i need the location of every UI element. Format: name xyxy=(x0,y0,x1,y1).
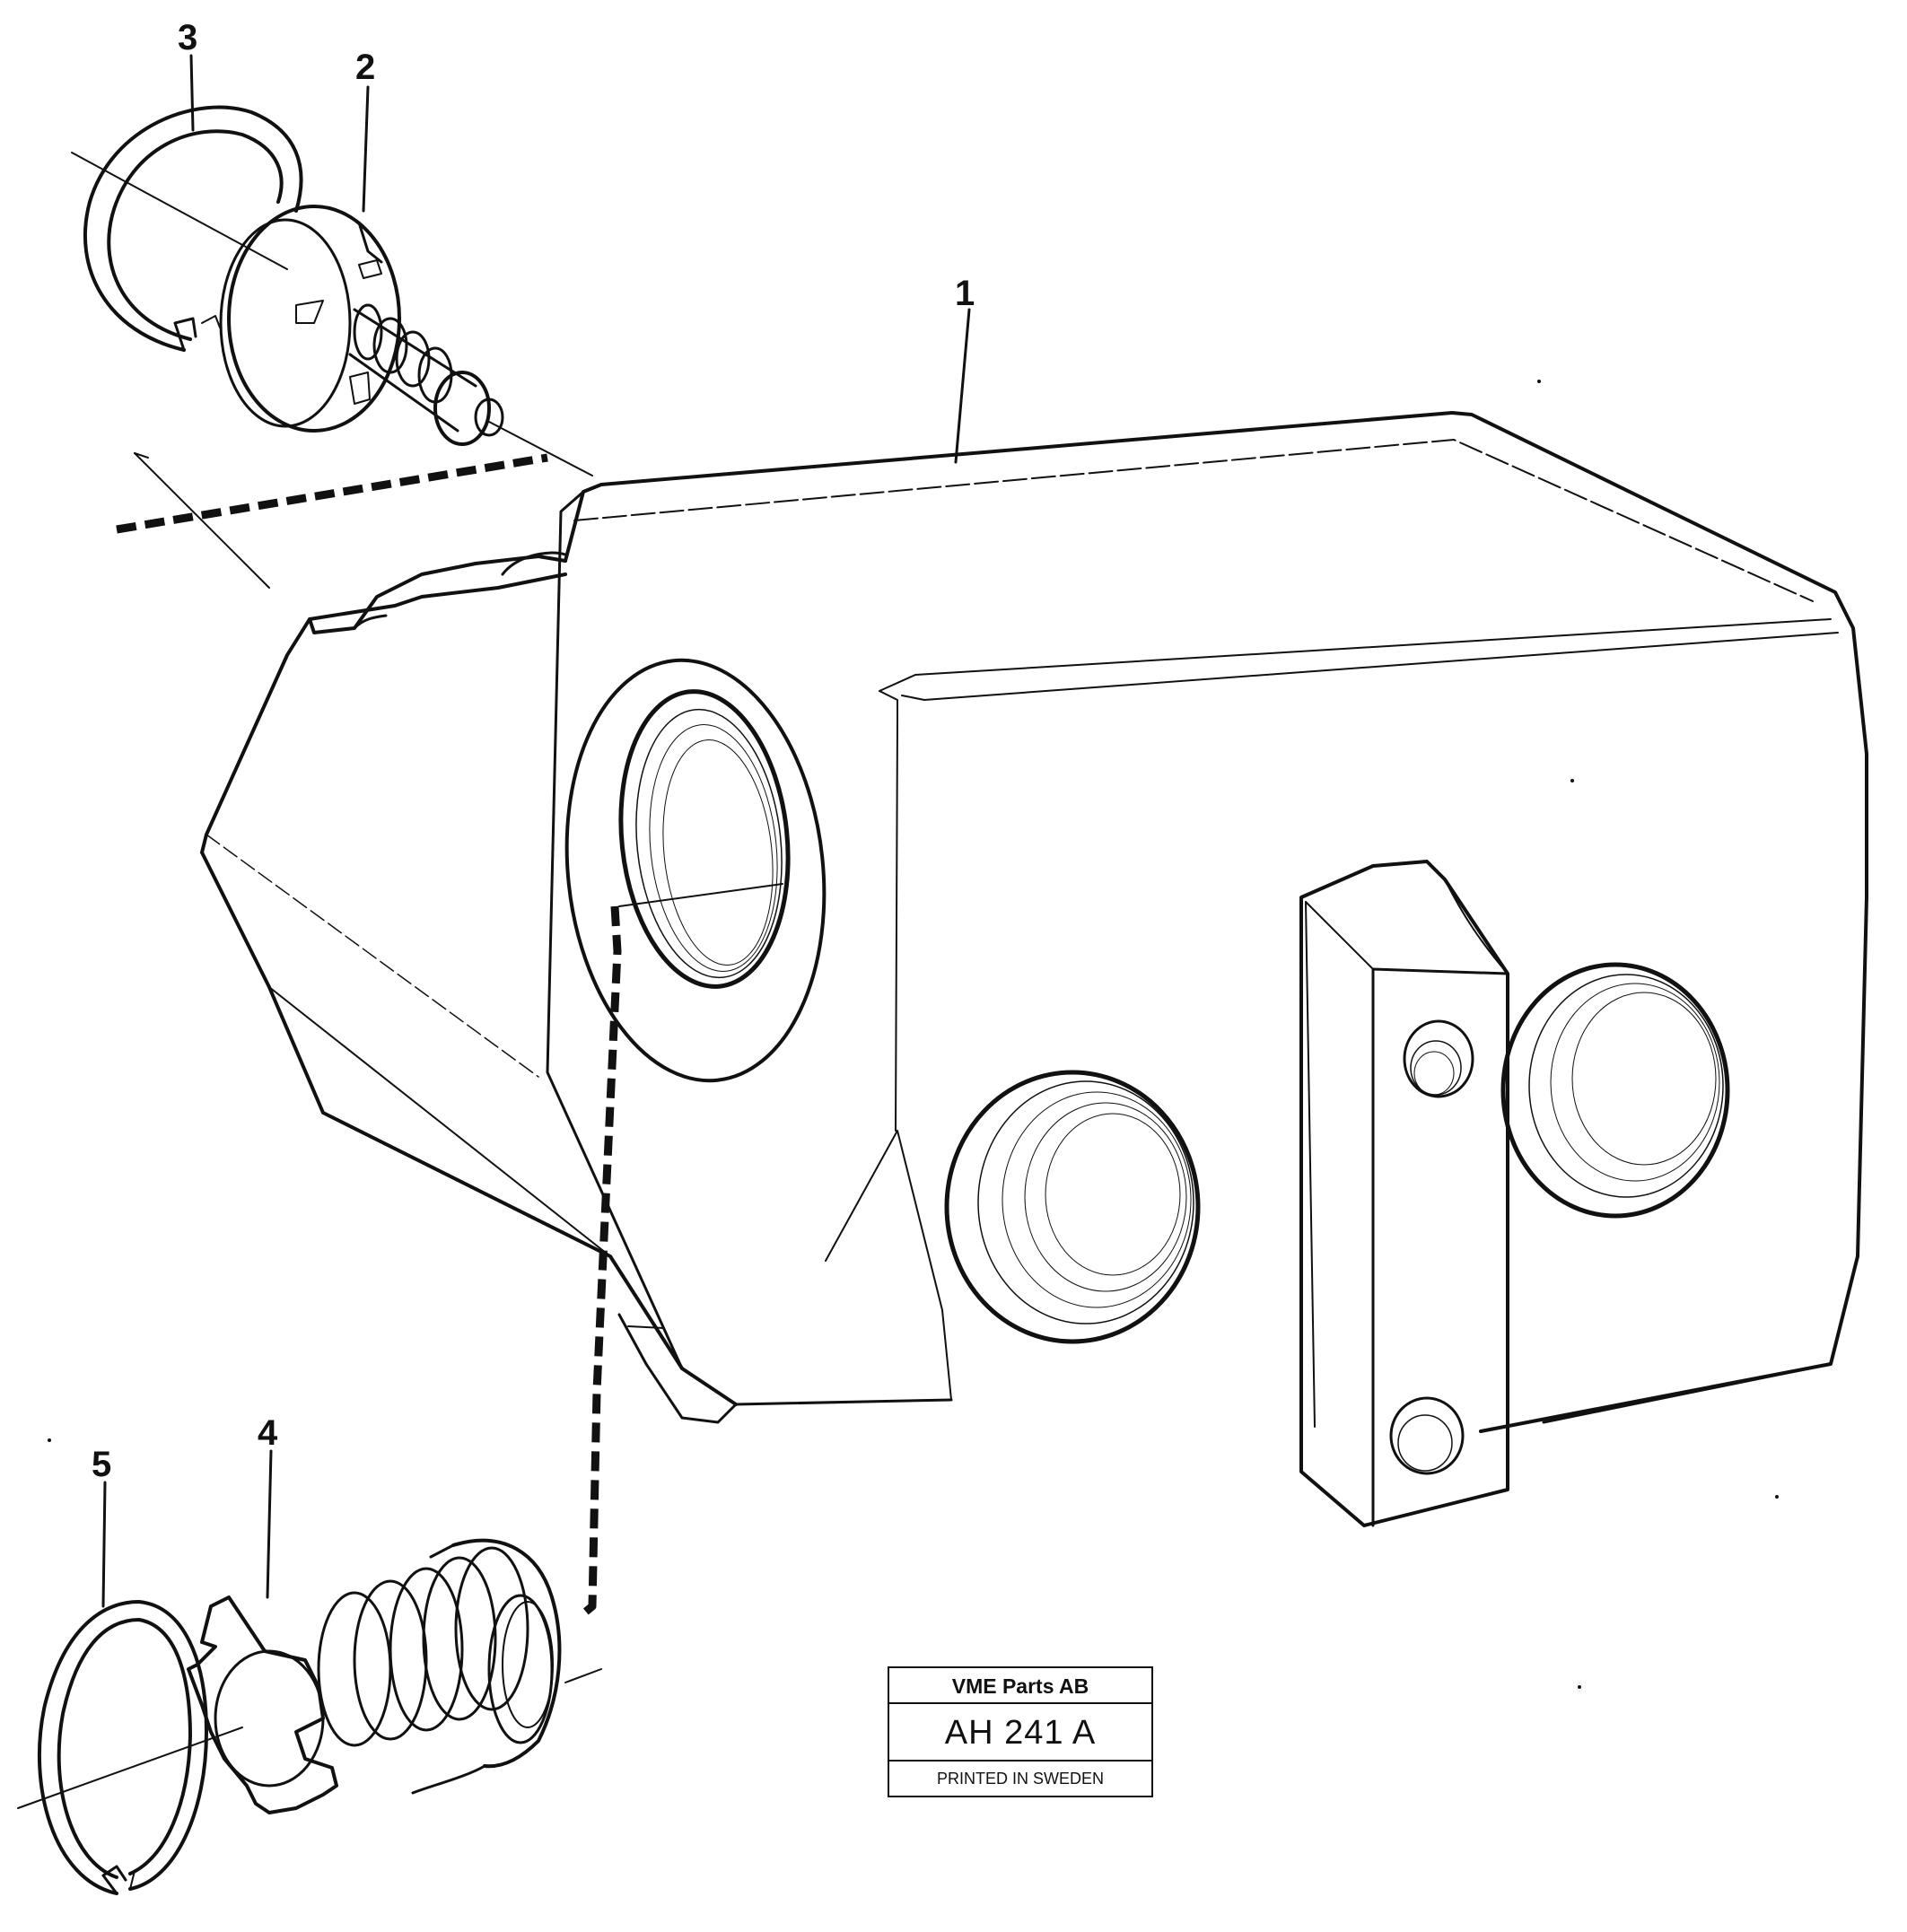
title-stamp: VME Parts AB AH 241 A PRINTED IN SWEDEN xyxy=(888,1666,1153,1797)
callout-5: 5 xyxy=(92,1445,111,1484)
assembly-dashed-paths xyxy=(116,453,622,1619)
housing-rear-section xyxy=(200,573,738,1406)
stamp-company: VME Parts AB xyxy=(889,1668,1151,1704)
leader-5 xyxy=(101,1481,107,1608)
callout-1: 1 xyxy=(955,274,975,313)
retaining-ring-lower xyxy=(38,1600,208,1895)
callout-2: 2 xyxy=(355,48,375,87)
stamp-printed: PRINTED IN SWEDEN xyxy=(936,1770,1104,1788)
spring-assembly xyxy=(187,1538,562,1814)
bar-hole-bottom xyxy=(1389,1396,1465,1475)
leader-3 xyxy=(189,54,195,132)
housing-front-face xyxy=(564,411,1868,1433)
callout-4: 4 xyxy=(258,1413,278,1453)
leader-4 xyxy=(266,1449,273,1599)
assembly-axes xyxy=(17,152,602,1809)
side-port-right xyxy=(1500,962,1730,1219)
callout-labels: 1 2 3 4 5 xyxy=(92,18,975,1484)
stamp-drawing-number: AH 241 A xyxy=(889,1704,1151,1762)
leader-2 xyxy=(362,85,370,213)
callout-3: 3 xyxy=(178,18,197,57)
side-port-center xyxy=(944,1070,1201,1344)
valve-plug xyxy=(219,205,504,446)
speck-marks xyxy=(48,380,1779,1689)
retaining-ring-upper xyxy=(83,105,303,352)
front-port xyxy=(564,658,827,1083)
bar-hole-top xyxy=(1403,1019,1474,1098)
mounting-bar xyxy=(1299,860,1509,1527)
valve-housing xyxy=(200,411,1868,1433)
callout-leaders xyxy=(101,54,971,1608)
leader-1 xyxy=(954,308,971,464)
